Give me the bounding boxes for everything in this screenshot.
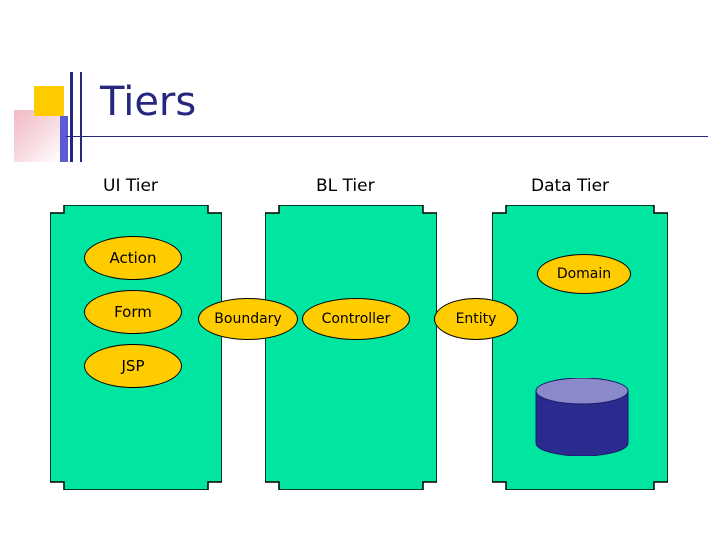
decoration-dark-line	[70, 72, 73, 162]
node-action[interactable]: Action	[84, 236, 182, 280]
node-domain[interactable]: Domain	[537, 254, 631, 294]
decoration-thin-line	[80, 72, 82, 162]
title-underline	[66, 136, 708, 137]
title-decoration	[14, 72, 94, 162]
decoration-gradient-square	[14, 110, 62, 162]
tier-box-bl	[265, 205, 437, 490]
node-form[interactable]: Form	[84, 290, 182, 334]
tier-label-bl: BL Tier	[316, 176, 375, 196]
node-boundary[interactable]: Boundary	[198, 298, 298, 340]
tier-label-ui: UI Tier	[103, 176, 158, 196]
page-title: Tiers	[100, 79, 197, 125]
decoration-blue-bar	[60, 116, 68, 162]
database-cylinder-icon	[534, 378, 630, 456]
decoration-yellow-square	[34, 86, 64, 116]
node-entity[interactable]: Entity	[434, 298, 518, 340]
tier-label-data: Data Tier	[531, 176, 610, 196]
node-jsp[interactable]: JSP	[84, 344, 182, 388]
node-controller[interactable]: Controller	[302, 298, 410, 340]
